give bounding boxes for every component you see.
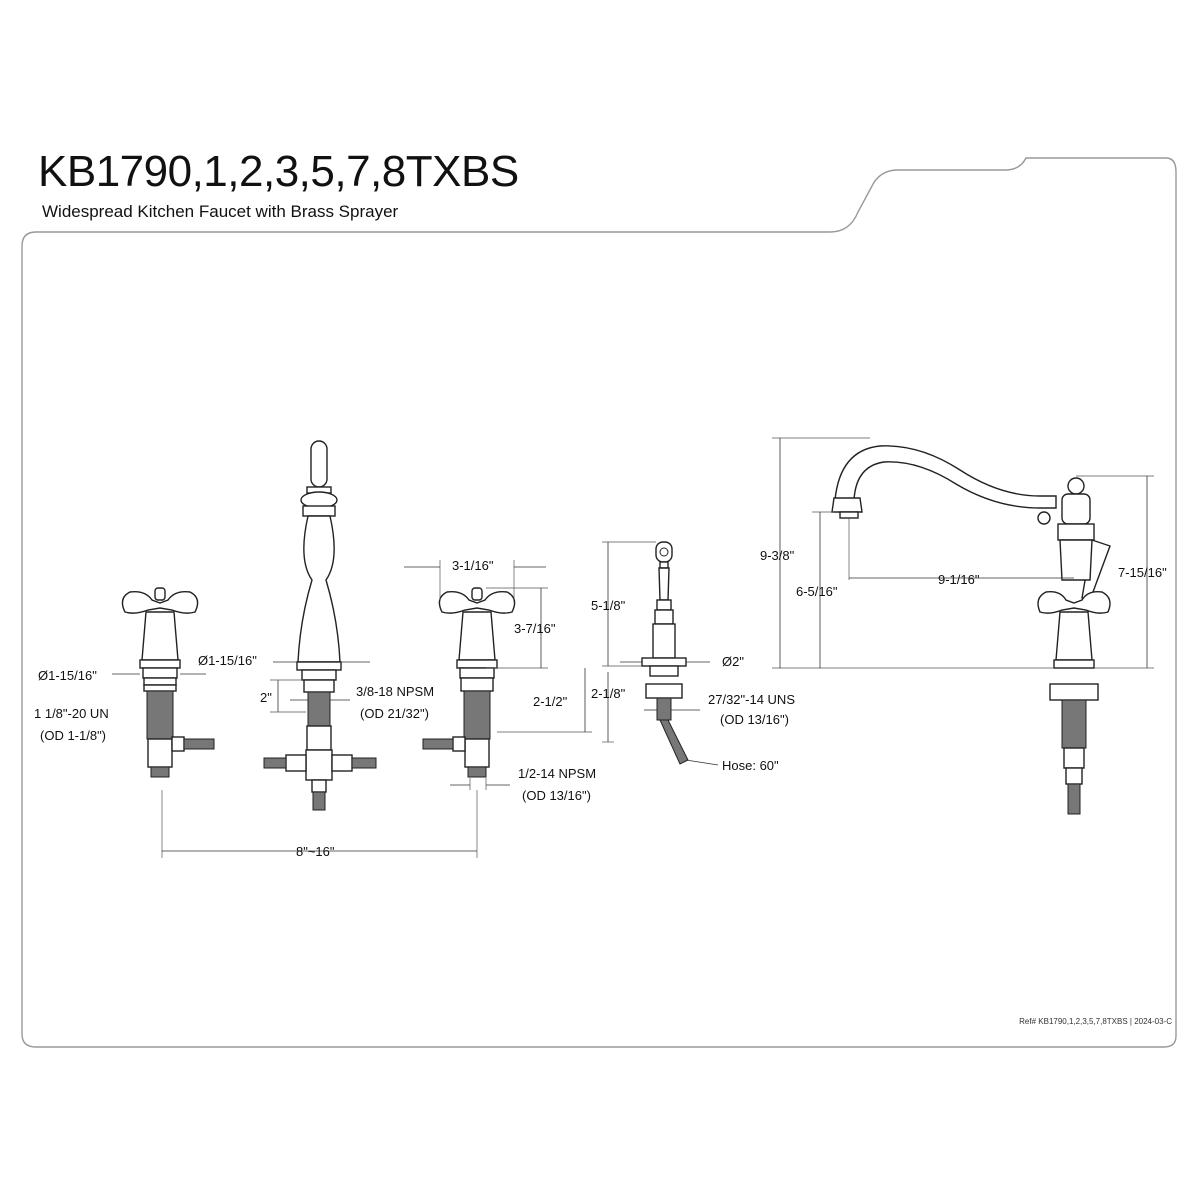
frame-outline (21, 157, 1177, 1048)
sprayer-thread-od-label: (OD 13/16") (720, 712, 789, 727)
hose-label: Hose: 60" (722, 758, 779, 773)
handle-width-label: 3-1/16" (452, 558, 494, 573)
inlet-thread-label: 1/2-14 NPSM (518, 766, 596, 781)
side-height-label: 7-15/16" (1118, 565, 1167, 580)
sprayer-shank-label: 2-1/8" (591, 686, 626, 701)
spout-valve-assembly (263, 440, 377, 811)
spout-height-label: 9-3/8" (760, 548, 795, 563)
spout-base-diameter-label: Ø1-15/16" (198, 653, 257, 668)
spout-shank-label: 2" (260, 690, 272, 705)
handle-shank-label: 2-1/2" (533, 694, 568, 709)
reference-code: Ref# KB1790,1,2,3,5,7,8TXBS | 2024-03-C (1019, 1017, 1172, 1026)
sprayer-base-label: Ø2" (722, 654, 744, 669)
sprayer-assembly (602, 541, 719, 766)
inlet-thread-od-label: (OD 13/16") (522, 788, 591, 803)
spread-label: 8"~16" (296, 844, 335, 859)
left-handle-diameter-label: Ø1-15/16" (38, 668, 97, 683)
spout-thread-od-label: (OD 21/32") (360, 706, 429, 721)
product-subtitle: Widespread Kitchen Faucet with Brass Spr… (42, 202, 399, 221)
model-title: KB1790,1,2,3,5,7,8TXBS (38, 147, 519, 196)
right-handle-assembly (162, 560, 592, 858)
spout-thread-label: 3/8-18 NPSM (356, 684, 434, 699)
handle-thread-label: 1 1/8"-20 UN (34, 706, 109, 721)
spout-side-view (772, 437, 1154, 815)
spout-clearance-label: 6-5/16" (796, 584, 838, 599)
left-handle-assembly (112, 587, 215, 858)
sprayer-height-label: 5-1/8" (591, 598, 626, 613)
sprayer-thread-label: 27/32"-14 UNS (708, 692, 795, 707)
handle-height-label: 3-7/16" (514, 621, 556, 636)
handle-thread-od-label: (OD 1-1/8") (40, 728, 106, 743)
spout-reach-label: 9-1/16" (938, 572, 980, 587)
